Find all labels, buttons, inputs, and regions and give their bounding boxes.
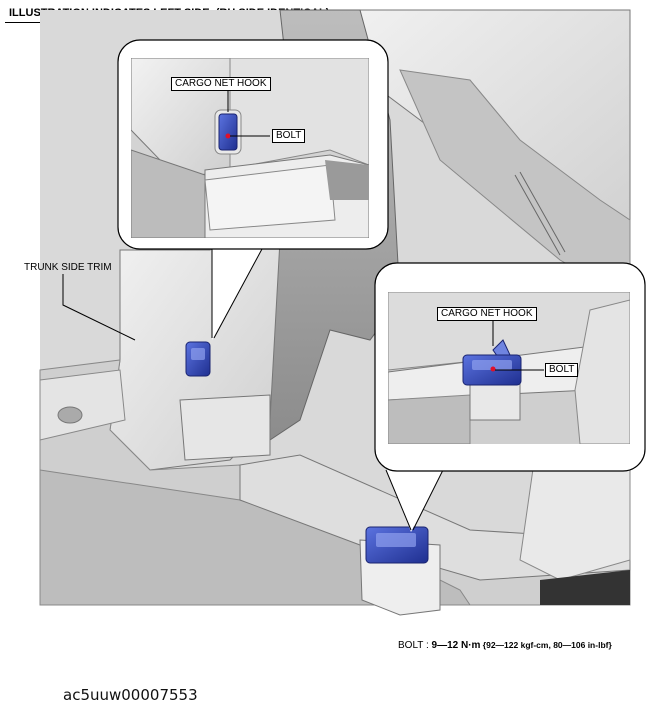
inset-right-cargo-net-hook-label: CARGO NET HOOK bbox=[437, 307, 537, 321]
inset-left-bolt-marker bbox=[225, 133, 231, 139]
inset-left-hook-part bbox=[218, 113, 238, 151]
torque-prefix: BOLT : bbox=[398, 640, 432, 651]
inset-right-callout bbox=[374, 262, 646, 532]
torque-value: 9—12 N·m bbox=[431, 640, 481, 651]
torque-spec: BOLT : 9—12 N·m {92—122 kgf-cm, 80—106 i… bbox=[398, 640, 612, 651]
trunk-side-trim-label: TRUNK SIDE TRIM bbox=[24, 262, 112, 273]
inset-right-bolt-label: BOLT bbox=[545, 363, 579, 377]
inset-left-cargo-net-hook-label: CARGO NET HOOK bbox=[171, 77, 271, 91]
inset-right-bolt-marker bbox=[490, 366, 496, 372]
torque-detail: {92—122 kgf-cm, 80—106 in-lbf} bbox=[480, 640, 612, 650]
inset-left-bolt-label: BOLT bbox=[272, 129, 306, 143]
figure-id: ac5uuw00007553 bbox=[63, 686, 198, 704]
